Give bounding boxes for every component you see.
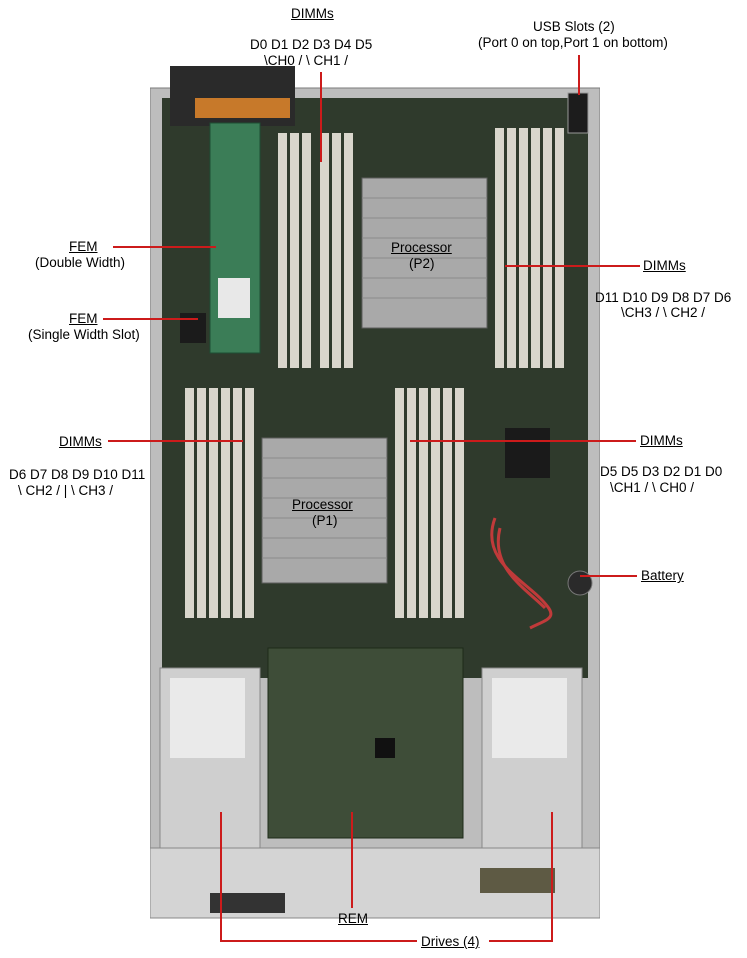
usb-slots — [567, 92, 589, 134]
dimms-left-lower-channels: \ CH2 / | \ CH3 / — [18, 483, 114, 498]
fem-double-width-card — [209, 122, 261, 354]
dimms-top-channels: \CH0 / \ CH1 / — [264, 53, 349, 68]
dimms-right-lower-slots: D5 D5 D3 D2 D1 D0 — [600, 464, 723, 479]
processor-p2-sub-label: (P2) — [409, 256, 435, 271]
callout-dimms-right-lower — [410, 440, 636, 442]
dimm-bank-top — [278, 133, 353, 368]
dimms-left-lower-label: DIMMs — [59, 434, 102, 449]
dimm-bank-right-lower — [395, 388, 464, 618]
processor-p2-label: Processor — [391, 240, 452, 255]
battery — [567, 570, 593, 596]
callout-dimms-right-upper — [505, 265, 640, 267]
callout-drives-left-vertical — [220, 812, 222, 942]
battery-label: Battery — [641, 568, 684, 583]
callout-rem — [351, 812, 353, 908]
rem-label: REM — [338, 911, 368, 926]
callout-dimms-top — [320, 72, 322, 162]
callout-fem-double — [113, 246, 216, 248]
callout-drives-right-horizontal — [489, 940, 553, 942]
fem-double-label: FEM — [69, 239, 98, 254]
dimms-top-slots: D0 D1 D2 D3 D4 D5 — [250, 37, 373, 52]
fem-single-label: FEM — [69, 311, 98, 326]
dimms-right-upper-label: DIMMs — [643, 258, 686, 273]
callout-usb — [578, 55, 580, 95]
callout-dimms-left-lower — [108, 440, 243, 442]
chipset — [505, 428, 550, 478]
dimm-bank-left-lower — [185, 388, 254, 618]
callout-drives-right-vertical — [551, 812, 553, 942]
dimms-right-upper-channels: \CH3 / \ CH2 / — [621, 305, 706, 320]
processor-p1-heatsink — [261, 437, 388, 584]
dimms-left-lower-slots: D6 D7 D8 D9 D10 D11 — [9, 467, 146, 482]
dimms-top-label: DIMMs — [291, 6, 334, 21]
usb-label: USB Slots (2) — [533, 19, 615, 34]
dimm-bank-right-upper — [495, 128, 564, 368]
callout-battery — [580, 575, 637, 577]
fem-double-sub-label: (Double Width) — [35, 255, 126, 270]
server-blade-board — [150, 66, 600, 919]
usb-sub-label: (Port 0 on top,Port 1 on bottom) — [478, 35, 668, 50]
rem-board — [267, 647, 464, 839]
drives-label: Drives (4) — [421, 934, 480, 949]
dimms-right-lower-channels: \CH1 / \ CH0 / — [610, 480, 695, 495]
dimms-right-lower-label: DIMMs — [640, 433, 683, 448]
fem-single-sub-label: (Single Width Slot) — [28, 327, 140, 342]
processor-p2-heatsink — [361, 177, 488, 329]
processor-p1-sub-label: (P1) — [312, 513, 338, 528]
processor-p1-label: Processor — [292, 497, 353, 512]
dimms-right-upper-slots: D11 D10 D9 D8 D7 D6 — [595, 290, 732, 305]
callout-fem-single — [103, 318, 198, 320]
callout-drives-left-horizontal — [220, 940, 417, 942]
